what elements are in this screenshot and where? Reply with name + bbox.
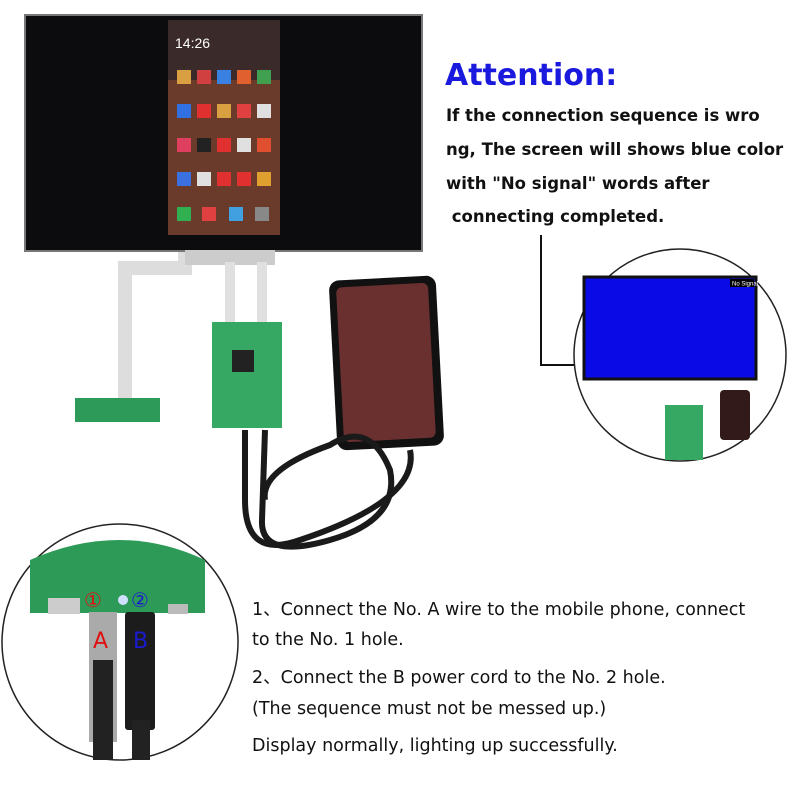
- mobile-phone: [329, 275, 444, 451]
- panel-connector: [185, 250, 275, 265]
- attention-line: ng, The screen will shows blue color: [446, 140, 784, 159]
- attention-title: Attention:: [445, 58, 618, 93]
- attention-line: with "No signal" words after: [446, 174, 710, 193]
- ribbon-cable: [118, 252, 192, 400]
- hole-2-label: ②: [131, 588, 149, 612]
- instruction-line: (The sequence must not be messed up.): [252, 699, 607, 719]
- lcd-panel: 14:26: [24, 14, 423, 252]
- wire-a-label: A: [93, 629, 108, 654]
- no-signal-label: No Signal: [732, 282, 758, 288]
- usb-c-cables: [242, 429, 414, 550]
- instruction-line: Display normally, lighting up successful…: [252, 736, 618, 756]
- hole-1-label: ①: [84, 588, 102, 612]
- callout-line: [540, 235, 585, 366]
- button-board: [75, 398, 160, 422]
- attention-line: connecting completed.: [446, 207, 665, 226]
- edp-cable: [225, 262, 267, 325]
- instruction-line: 2、Connect the B power cord to the No. 2 …: [252, 668, 666, 688]
- lcd-time: 14:26: [175, 35, 210, 51]
- instruction-line: to the No. 1 hole.: [252, 630, 404, 650]
- instruction-line: 1、Connect the No. A wire to the mobile p…: [252, 600, 746, 620]
- attention-line: If the connection sequence is wro: [446, 106, 760, 125]
- port-closeup-inset: [1, 523, 239, 761]
- driver-board: [212, 322, 282, 428]
- wire-b-label: B: [133, 629, 148, 654]
- no-signal-inset: No Signal: [573, 248, 787, 462]
